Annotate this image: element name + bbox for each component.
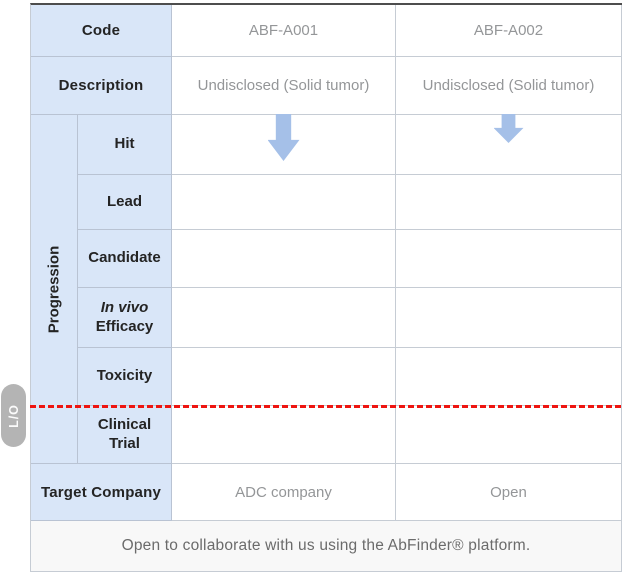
description-value-col2: Undisclosed (Solid tumor) [396, 57, 622, 115]
progress-cell-abf-a001-invivo [172, 288, 396, 348]
stage-text: Trial [109, 434, 140, 452]
code-value-col1: ABF-A001 [172, 5, 396, 57]
stage-text: Clinical [97, 415, 152, 433]
progress-cell-abf-a001-lead [172, 175, 396, 230]
progression-row-header: Progression [31, 115, 78, 464]
target-company-value-col1: ADC company [172, 464, 396, 521]
license-out-badge-text: L/O [6, 403, 21, 428]
stage-label-lead: Lead [78, 175, 172, 230]
pipeline-table: Code ABF-A001 ABF-A002 Description Undis… [30, 3, 622, 572]
program-description: Undisclosed (Solid tumor) [197, 77, 370, 94]
progress-arrow-icon [493, 114, 524, 143]
code-label: Code [81, 22, 121, 39]
target-company-value: Open [490, 483, 527, 501]
progress-cell-abf-a001-clinical [172, 406, 396, 464]
program-code: ABF-A001 [248, 22, 319, 39]
stage-label-hit: Hit [78, 115, 172, 175]
description-label: Description [58, 77, 144, 94]
description-value-col1: Undisclosed (Solid tumor) [172, 57, 396, 115]
progress-cell-abf-a002-lead [396, 175, 622, 230]
progress-cell-abf-a002-invivo [396, 288, 622, 348]
stage-label-clinical-trial: Clinical Trial [78, 406, 172, 464]
stage-text: Candidate [88, 249, 161, 267]
stage-text: In vivo [100, 298, 149, 316]
code-value-col2: ABF-A002 [396, 5, 622, 57]
progress-cell-abf-a001-candidate [172, 230, 396, 288]
progress-cell-abf-a001-hit [172, 114, 396, 175]
progress-arrow-icon [267, 114, 300, 161]
collaboration-note: Open to collaborate with us using the Ab… [31, 521, 622, 572]
target-company-value: ADC company [235, 483, 332, 501]
progress-cell-abf-a001-toxicity [172, 348, 396, 406]
stage-text: Lead [106, 192, 142, 210]
stage-label-invivo-efficacy: In vivo Efficacy [78, 288, 172, 348]
progression-label: Progression [45, 245, 63, 333]
progress-cell-abf-a002-candidate [396, 230, 622, 288]
stage-text: Toxicity [96, 367, 153, 385]
license-out-badge: L/O [1, 384, 26, 447]
progress-cell-abf-a002-toxicity [396, 348, 622, 406]
program-code: ABF-A002 [473, 22, 544, 39]
target-company-value-col2: Open [396, 464, 622, 521]
program-description: Undisclosed (Solid tumor) [422, 77, 595, 94]
target-company-row-header: Target Company [31, 464, 172, 521]
stage-text: Hit [114, 135, 135, 153]
target-company-label: Target Company [40, 483, 162, 501]
stage-label-candidate: Candidate [78, 230, 172, 288]
description-row-header: Description [31, 57, 172, 115]
license-out-dashed-line [30, 405, 622, 408]
progress-cell-abf-a002-clinical [396, 406, 622, 464]
stage-text: Efficacy [95, 317, 154, 335]
stage-label-toxicity: Toxicity [78, 348, 172, 406]
collaboration-note-text: Open to collaborate with us using the Ab… [121, 537, 531, 554]
progress-cell-abf-a002-hit [396, 114, 622, 175]
code-row-header: Code [31, 5, 172, 57]
